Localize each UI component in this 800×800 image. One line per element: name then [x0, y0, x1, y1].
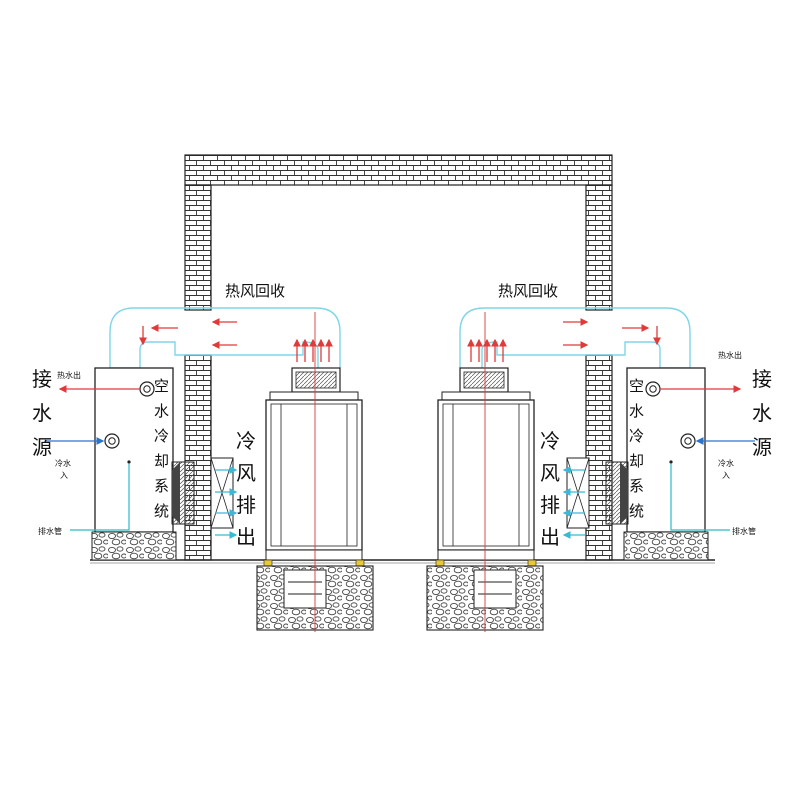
air-water-cooling-unit-right: [623, 367, 709, 561]
drain-pipe-label-right: 排水管: [732, 526, 756, 536]
air-water-cooling-unit-left: [91, 367, 177, 561]
svg-text:冷: 冷: [629, 427, 644, 445]
cold-water-in-label-right-1: 冷水: [718, 458, 734, 468]
svg-text:水: 水: [629, 402, 644, 420]
water-source-label-left: 接 水 源: [32, 367, 52, 459]
hot-air-arrows-left: [139, 318, 333, 362]
svg-text:源: 源: [32, 435, 52, 459]
cold-water-in-label-left-2: 入: [60, 471, 68, 480]
brick-left-lower: [184, 354, 212, 561]
svg-text:空: 空: [629, 377, 644, 395]
brick-right-column: [585, 184, 613, 311]
svg-text:统: 统: [629, 502, 644, 520]
water-pipes-left: [45, 385, 140, 531]
hot-air-arrows-right: [467, 318, 661, 362]
heat-recovery-label-left: 热风回收: [225, 282, 285, 300]
cold-water-inlet-left: [104, 433, 120, 449]
brick-wall: [184, 154, 613, 561]
svg-text:水: 水: [154, 402, 169, 420]
svg-text:接: 接: [752, 367, 772, 391]
svg-text:冷: 冷: [236, 429, 256, 453]
svg-text:却: 却: [629, 452, 644, 470]
svg-text:冷: 冷: [540, 429, 560, 453]
svg-text:却: 却: [154, 452, 169, 470]
svg-text:统: 统: [154, 502, 169, 520]
svg-text:排: 排: [236, 493, 256, 517]
brick-left-column: [184, 184, 212, 311]
air-water-cooling-label-right: 空 水 冷 却 系 统: [629, 377, 644, 520]
heat-recovery-label-right: 热风回收: [498, 282, 558, 300]
evaporator-fan-left: [171, 457, 234, 529]
svg-text:排: 排: [540, 493, 560, 517]
cold-air-arrows-left: [215, 466, 238, 539]
hot-water-out-label-left: 热水出: [57, 370, 81, 380]
cold-water-in-label-right-2: 入: [722, 471, 730, 480]
cold-air-arrows-right: [562, 466, 585, 539]
heat-pump-cabinet-right: [435, 367, 537, 567]
brick-top-beam: [184, 154, 613, 186]
fan-icon: [620, 462, 628, 524]
svg-text:空: 空: [154, 377, 169, 395]
cold-air-exhaust-label-right: 冷 风 排 出: [540, 429, 560, 549]
svg-text:系: 系: [154, 477, 169, 495]
svg-text:出: 出: [540, 525, 560, 549]
cold-air-exhaust-label-left: 冷 风 排 出: [236, 429, 256, 549]
evaporator-fan-right: [566, 457, 629, 529]
water-source-label-right: 接 水 源: [752, 367, 772, 459]
brick-right-lower: [585, 354, 613, 561]
fan-icon: [172, 462, 180, 524]
svg-text:冷: 冷: [154, 427, 169, 445]
svg-text:出: 出: [236, 525, 256, 549]
air-water-cooling-label-left: 空 水 冷 却 系 统: [154, 377, 169, 520]
cold-water-in-label-left-1: 冷水: [55, 458, 71, 468]
svg-text:系: 系: [629, 477, 644, 495]
svg-text:水: 水: [32, 401, 52, 425]
cold-water-inlet-right: [680, 433, 696, 449]
svg-text:风: 风: [540, 461, 560, 485]
heat-pump-cabinet-left: [263, 367, 365, 567]
hot-water-out-label-right: 热水出: [718, 350, 742, 360]
water-pipes-right: [660, 385, 755, 531]
svg-text:水: 水: [752, 401, 772, 425]
drain-pipe-label-left: 排水管: [38, 526, 62, 536]
svg-text:接: 接: [32, 367, 52, 391]
ground: [90, 559, 715, 564]
svg-text:源: 源: [752, 435, 772, 459]
svg-text:风: 风: [236, 461, 256, 485]
